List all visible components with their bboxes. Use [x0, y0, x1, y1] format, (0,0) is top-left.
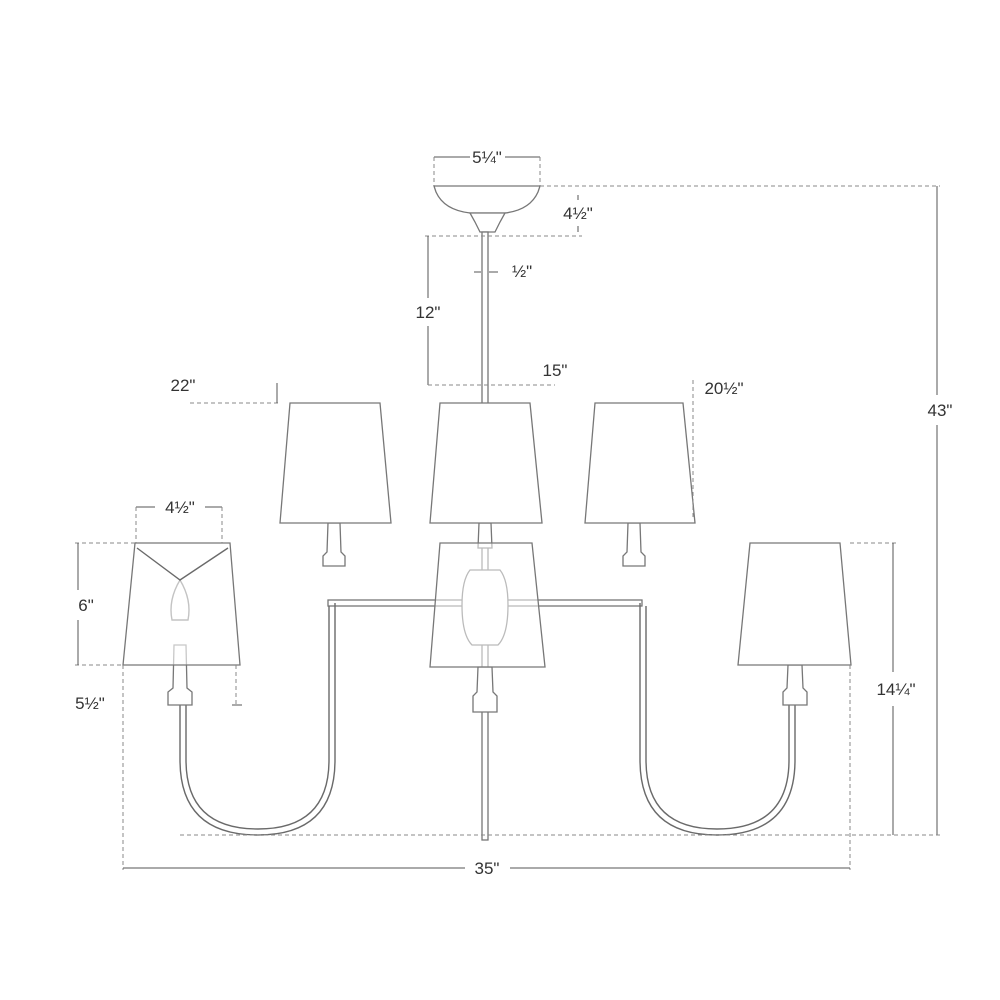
- upper-arm-label: 15": [543, 361, 568, 380]
- body-height-label: 14¼": [876, 680, 915, 699]
- shade-frame: [136, 547, 229, 581]
- shade-height-label: 6": [78, 596, 94, 615]
- candle-holder: [622, 522, 646, 567]
- stem-length-label: 12": [416, 303, 441, 322]
- shade: [122, 542, 241, 666]
- candle-holder: [472, 666, 498, 713]
- upper-right-label: 20½": [704, 379, 743, 398]
- shade-width-label: 4½": [165, 498, 195, 517]
- shade: [429, 402, 543, 524]
- canopy-neck: [468, 212, 507, 233]
- right-arm: [639, 603, 796, 836]
- dimension-lines: [75, 156, 940, 870]
- canopy-width-label: 5¼": [472, 148, 502, 167]
- canopy-height-label: 4½": [563, 204, 593, 223]
- candle-holder: [782, 664, 808, 706]
- overall-width-label: 35": [475, 859, 500, 878]
- right-arm-inner: [645, 606, 790, 830]
- candle-holder: [322, 522, 346, 567]
- shade: [279, 402, 392, 524]
- stem-diameter-label: ½": [512, 262, 532, 281]
- fixture: [122, 185, 852, 841]
- shade: [737, 542, 852, 666]
- upper-left-label: 22": [171, 376, 196, 395]
- shade: [429, 542, 546, 668]
- overall-height-label: 43": [928, 401, 953, 420]
- shade: [584, 402, 696, 524]
- left-arm-inner: [185, 606, 330, 830]
- canopy: [433, 185, 541, 214]
- lower-offset-label: 5½": [75, 694, 105, 713]
